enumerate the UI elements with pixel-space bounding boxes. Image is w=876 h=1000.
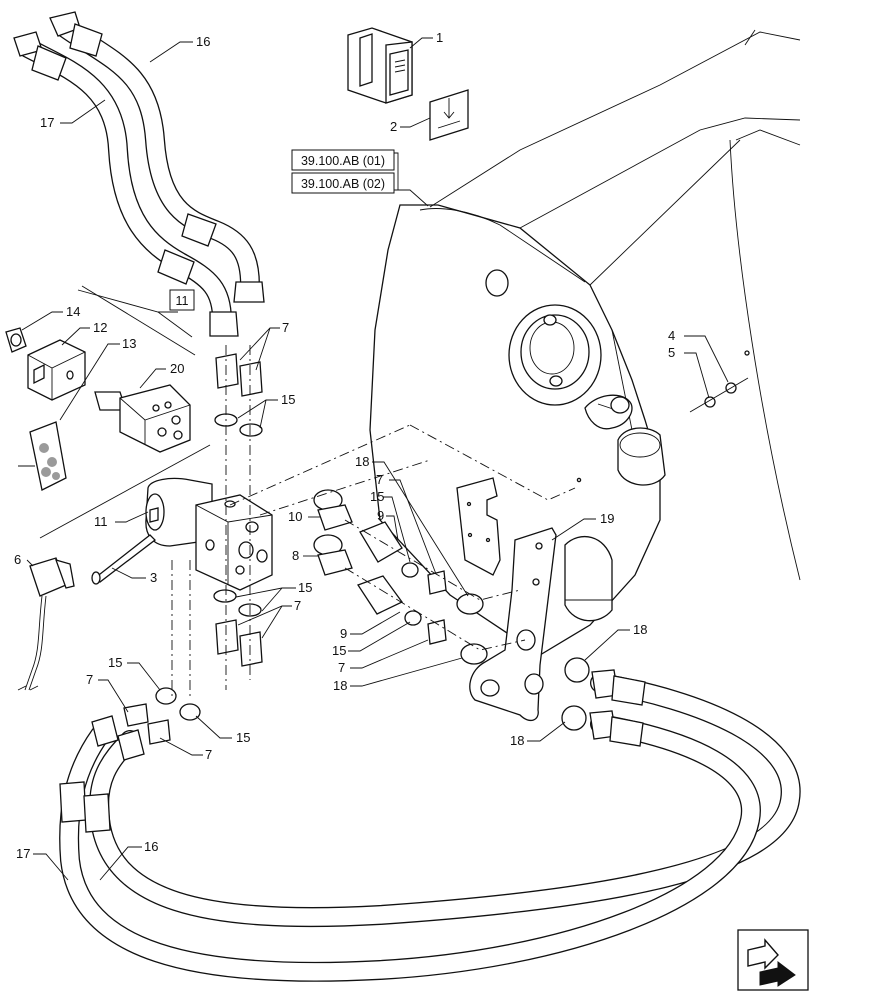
callout-7-c: 7	[86, 672, 93, 687]
callout-7-b: 7	[294, 598, 301, 613]
callout-18-c: 18	[633, 622, 647, 637]
bolt-3	[91, 534, 156, 585]
callout-12: 12	[93, 320, 107, 335]
callout-15-e: 15	[370, 489, 384, 504]
callout-19: 19	[600, 511, 614, 526]
valve-cartridge-20	[94, 384, 191, 453]
callout-10: 10	[288, 509, 302, 524]
warning-decal	[429, 89, 469, 141]
boxed-reference-label: 11	[176, 294, 189, 308]
hose-17-lower	[59, 714, 761, 982]
loader-frame	[369, 29, 801, 656]
hose-fittings-lower	[59, 669, 646, 833]
callout-9-a: 9	[377, 508, 384, 523]
callout-7-f: 7	[338, 660, 345, 675]
callout-1: 1	[436, 30, 443, 45]
callout-5: 5	[668, 345, 675, 360]
callout-16-a: 16	[196, 34, 210, 49]
callout-15-f: 15	[332, 643, 346, 658]
callout-18-d: 18	[510, 733, 524, 748]
callout-7-a: 7	[282, 320, 289, 335]
callout-4: 4	[668, 328, 675, 343]
section-ref-link-02[interactable]: 39.100.AB (02)	[291, 172, 395, 194]
callout-9-b: 9	[340, 626, 347, 641]
callout-16-b: 16	[144, 839, 158, 854]
section-ref-label-02: 39.100.AB (02)	[301, 177, 385, 191]
connector-plug-6	[17, 557, 75, 691]
callout-6: 6	[14, 552, 21, 567]
callout-2: 2	[390, 119, 397, 134]
o-rings-18	[456, 593, 590, 731]
callout-7-d: 7	[205, 747, 212, 762]
callout-20: 20	[170, 361, 184, 376]
callout-18-a: 18	[355, 454, 369, 469]
callout-labels: 1 2 3 4 5 6 7 7 7 7 7 7 8 9 9 10 11 12 1…	[14, 30, 675, 861]
fittings-lower-pair	[213, 589, 263, 667]
couplers-9	[357, 521, 447, 645]
callout-15-a: 15	[281, 392, 295, 407]
seal-pad-13	[29, 421, 67, 491]
plate-19	[469, 527, 557, 722]
section-ref-label-01: 39.100.AB (01)	[301, 154, 385, 168]
boxed-reference-11[interactable]: 11	[169, 289, 195, 311]
arrow-page-navigation-icon[interactable]	[737, 929, 809, 991]
fittings-upper-pair	[214, 353, 263, 437]
valve-block	[145, 477, 273, 591]
hose-16-upper	[55, 18, 260, 295]
callout-8: 8	[292, 548, 299, 563]
hose-fittings-upper	[13, 11, 265, 337]
callout-15-b: 15	[298, 580, 312, 595]
callout-15-c: 15	[108, 655, 122, 670]
callout-7-e: 7	[376, 472, 383, 487]
assembly-center-lines	[171, 345, 576, 700]
rocker-switch	[347, 27, 413, 104]
callout-17-b: 17	[16, 846, 30, 861]
callout-11: 11	[94, 514, 108, 529]
callout-18-b: 18	[333, 678, 347, 693]
callout-3: 3	[150, 570, 157, 585]
leader-lines	[18, 37, 729, 881]
callout-14: 14	[66, 304, 80, 319]
dust-caps-10	[313, 489, 353, 576]
nut-14	[5, 327, 27, 353]
callout-13: 13	[122, 336, 136, 351]
hose-17-upper	[18, 38, 232, 330]
callout-17-a: 17	[40, 115, 54, 130]
connector-block-12	[27, 339, 86, 401]
section-ref-link-01[interactable]: 39.100.AB (01)	[291, 149, 395, 171]
nut-washer-4-5	[689, 377, 749, 413]
callout-15-d: 15	[236, 730, 250, 745]
